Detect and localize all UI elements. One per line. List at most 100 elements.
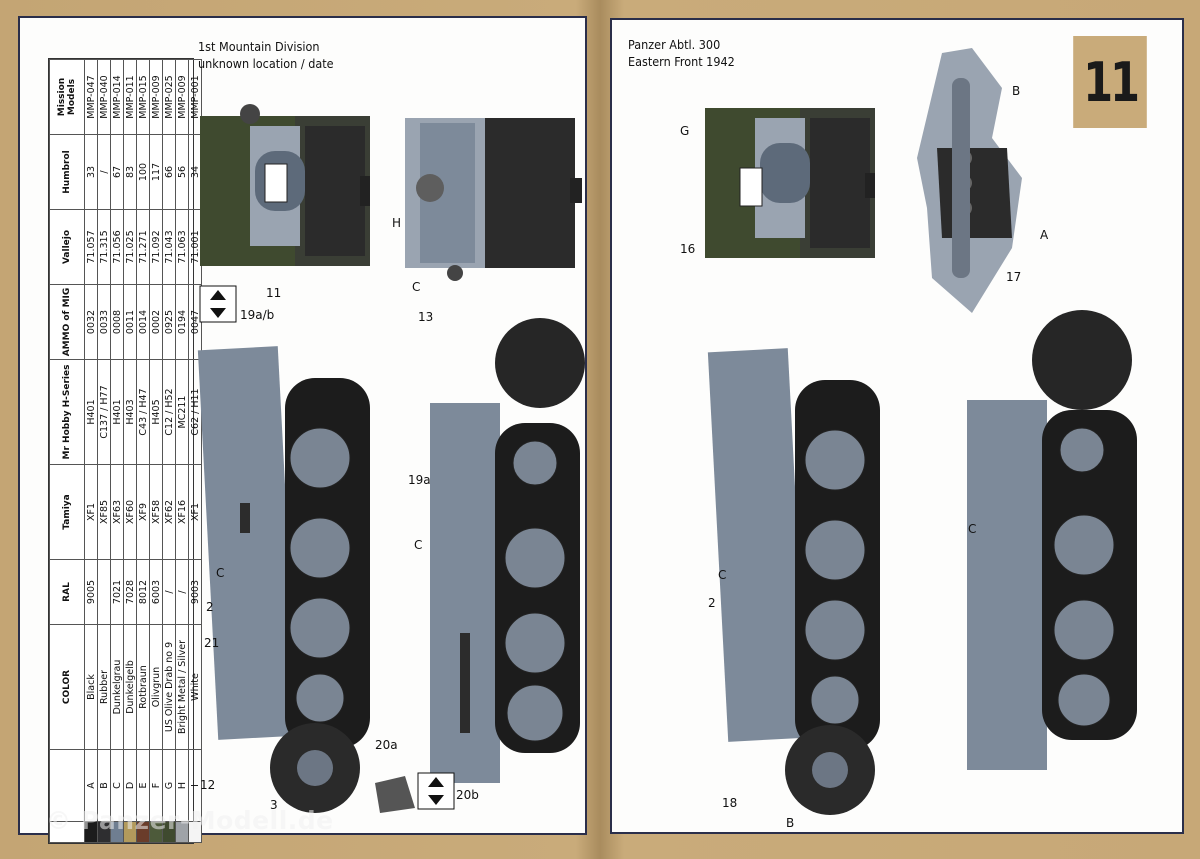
header-tamiya: Tamiya xyxy=(49,464,85,560)
paint-cell-ammo: 0002 xyxy=(149,284,163,360)
paint-cell-ral xyxy=(97,559,111,625)
paint-cell-tamiya: XF62 xyxy=(162,464,176,560)
paint-cell-tamiya: XF63 xyxy=(110,464,124,560)
callout-a-front: A xyxy=(1040,228,1049,242)
rear-view-olive-right xyxy=(705,108,875,258)
paint-cell-color: Bright Metal / Silver xyxy=(175,624,189,750)
header-mission: Mission Models xyxy=(49,59,85,135)
top-view-left xyxy=(430,318,585,783)
callout-20a: 20a xyxy=(375,738,398,752)
callout-b-front: B xyxy=(1012,84,1021,98)
callout-3: 3 xyxy=(270,798,278,812)
paint-cell-color: Dunkelgelb xyxy=(123,624,137,750)
paint-cell-mrhobby: H401 xyxy=(110,359,124,465)
paint-cell-ral: / xyxy=(162,559,176,625)
paint-cell-ral: / xyxy=(175,559,189,625)
header-humbrol: Humbrol xyxy=(49,134,85,210)
paint-cell-tamiya: XF85 xyxy=(97,464,111,560)
paint-cell-ammo: 0011 xyxy=(123,284,137,360)
watermark: © Panzer-Modell.de xyxy=(46,806,334,835)
paint-cell-color: Dunkelgrau xyxy=(110,624,124,750)
paint-cell-vallejo: 71.092 xyxy=(149,209,163,285)
header-ammo: AMMO of MIG xyxy=(49,284,85,360)
paint-cell-humbrol: 83 xyxy=(123,134,137,210)
paint-cell-vallejo: 71.056 xyxy=(110,209,124,285)
paint-cell-ammo: 0014 xyxy=(136,284,150,360)
rear-view-grey xyxy=(405,118,582,281)
paint-cell-tamiya: XF60 xyxy=(123,464,137,560)
callout-c-side: C xyxy=(216,566,225,580)
paint-cell-ral: 9005 xyxy=(84,559,98,625)
paint-table: COLOR RAL Tamiya Mr Hobby H-Series AMMO … xyxy=(49,59,202,843)
paint-cell-mission: MMP-009 xyxy=(175,59,189,135)
paint-cell-ammo: 0194 xyxy=(175,284,189,360)
paint-cell-mission: MMP-014 xyxy=(110,59,124,135)
paint-cell-mission: MMP-015 xyxy=(136,59,150,135)
rear-view-olive xyxy=(200,104,370,266)
paint-cell-mission: MMP-047 xyxy=(84,59,98,135)
right-scheme-title-line1: Panzer Abtl. 300 xyxy=(628,37,721,52)
paint-cell-vallejo: 71.025 xyxy=(123,209,137,285)
paint-cell-ral: 7028 xyxy=(123,559,137,625)
paint-cell-humbrol: / xyxy=(97,134,111,210)
callout-2: 2 xyxy=(206,600,214,614)
callout-21: 21 xyxy=(204,636,220,650)
left-scheme-title-line1: 1st Mountain Division xyxy=(198,39,320,54)
paint-cell-tamiya: XF9 xyxy=(136,464,150,560)
callout-20b: 20b xyxy=(456,788,479,802)
paint-cell-color: US Olive Drab no 9 xyxy=(162,624,176,750)
top-view-right xyxy=(967,310,1137,770)
paint-cell-ammo: 0925 xyxy=(162,284,176,360)
callout-17: 17 xyxy=(1006,270,1022,284)
paint-cell-mrhobby: H403 xyxy=(123,359,137,465)
callout-16: 16 xyxy=(680,242,696,256)
paint-cell-tamiya: XF16 xyxy=(175,464,189,560)
side-view-left xyxy=(197,346,370,813)
paint-cell-tamiya: XF58 xyxy=(149,464,163,560)
callout-11: 11 xyxy=(266,286,282,300)
paint-cell-ral: 7021 xyxy=(110,559,124,625)
header-mrhobby: Mr Hobby H-Series xyxy=(49,359,85,465)
paint-cell-mrhobby: C12 / H52 xyxy=(162,359,176,465)
page-number: 11 xyxy=(1073,36,1147,128)
header-vallejo: Vallejo xyxy=(49,209,85,285)
paint-cell-mrhobby: H401 xyxy=(84,359,98,465)
left-page: COLOR RAL Tamiya Mr Hobby H-Series AMMO … xyxy=(18,16,587,844)
paint-cell-mrhobby: MC211 xyxy=(175,359,189,465)
callout-12: 12 xyxy=(200,778,216,792)
right-page: 11 Panzer Abtl. 300 Eastern Front 1942 xyxy=(610,18,1184,834)
left-scheme-title-line2: unknown location / date xyxy=(198,56,334,71)
header-color: COLOR xyxy=(49,624,85,750)
callout-c-top-right: C xyxy=(968,522,977,536)
callout-c-side-right: C xyxy=(718,568,727,582)
paint-cell-vallejo: 71.063 xyxy=(175,209,189,285)
paint-cell-humbrol: 33 xyxy=(84,134,98,210)
paint-chart: COLOR RAL Tamiya Mr Hobby H-Series AMMO … xyxy=(48,58,202,844)
callout-b-side: B xyxy=(786,816,795,830)
side-view-right xyxy=(707,348,880,815)
paint-cell-vallejo: 71.271 xyxy=(136,209,150,285)
paint-cell-color: Rotbraun xyxy=(136,624,150,750)
paint-cell-tamiya: XF1 xyxy=(84,464,98,560)
paint-cell-vallejo: 71.043 xyxy=(162,209,176,285)
paint-cell-color: Black xyxy=(84,624,98,750)
paint-cell-ral: 6003 xyxy=(149,559,163,625)
callout-19ab: 19a/b xyxy=(240,308,275,322)
callout-19a: 19a xyxy=(408,473,431,487)
paint-table-header: COLOR RAL Tamiya Mr Hobby H-Series AMMO … xyxy=(49,59,85,843)
left-scheme-title: 1st Mountain Division unknown location /… xyxy=(198,38,334,72)
callout-g: G xyxy=(680,124,690,138)
paint-cell-mrhobby: C137 / H77 xyxy=(97,359,111,465)
right-scheme-title: Panzer Abtl. 300 Eastern Front 1942 xyxy=(628,36,735,70)
paint-cell-mission: MMP-025 xyxy=(162,59,176,135)
paint-cell-humbrol: 56 xyxy=(175,134,189,210)
paint-cell-humbrol: 66 xyxy=(162,134,176,210)
